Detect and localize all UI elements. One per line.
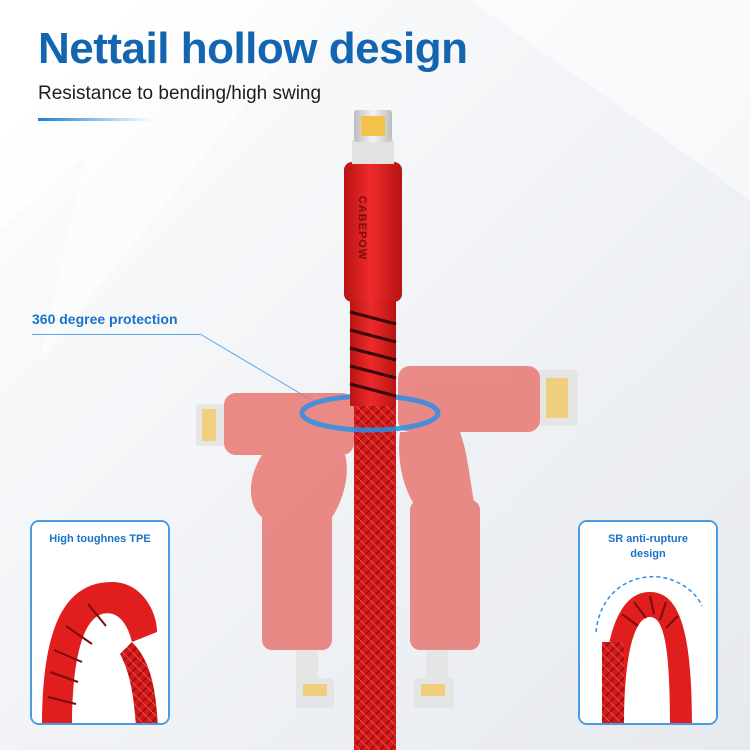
protection-callout-rule <box>32 334 200 335</box>
inset-anti-rupture-label-line1: SR anti-rupture <box>607 533 689 545</box>
callout-leader-line <box>199 333 319 405</box>
inset-tpe-label: High toughnes TPE <box>49 533 151 545</box>
page-title: Nettail hollow design <box>38 24 468 73</box>
inset-anti-rupture-image <box>580 522 716 723</box>
ghost-connector-left <box>196 393 354 708</box>
inset-anti-rupture: SR anti-rupture design <box>578 520 718 725</box>
inset-tpe-angle: 9° <box>104 642 115 654</box>
inset-anti-rupture-label-line2: design <box>630 548 666 560</box>
title-underline <box>38 118 153 121</box>
connector-housing <box>344 162 402 302</box>
inset-tpe-image <box>32 522 168 723</box>
protection-callout-label: 360 degree protection <box>32 311 178 327</box>
page-subtitle: Resistance to bending/high swing <box>38 83 322 104</box>
braided-cable <box>354 405 396 750</box>
lightning-plug-neck <box>352 140 394 164</box>
inset-anti-rupture-label: SR anti-rupture design <box>580 532 716 562</box>
inset-tpe: High toughnes TPE 9° <box>30 520 170 725</box>
plug-contacts <box>361 116 385 136</box>
ghost-connector-right <box>398 366 578 708</box>
strain-relief-spiral <box>349 300 397 406</box>
brand-mark: CABEPOW <box>356 195 369 261</box>
